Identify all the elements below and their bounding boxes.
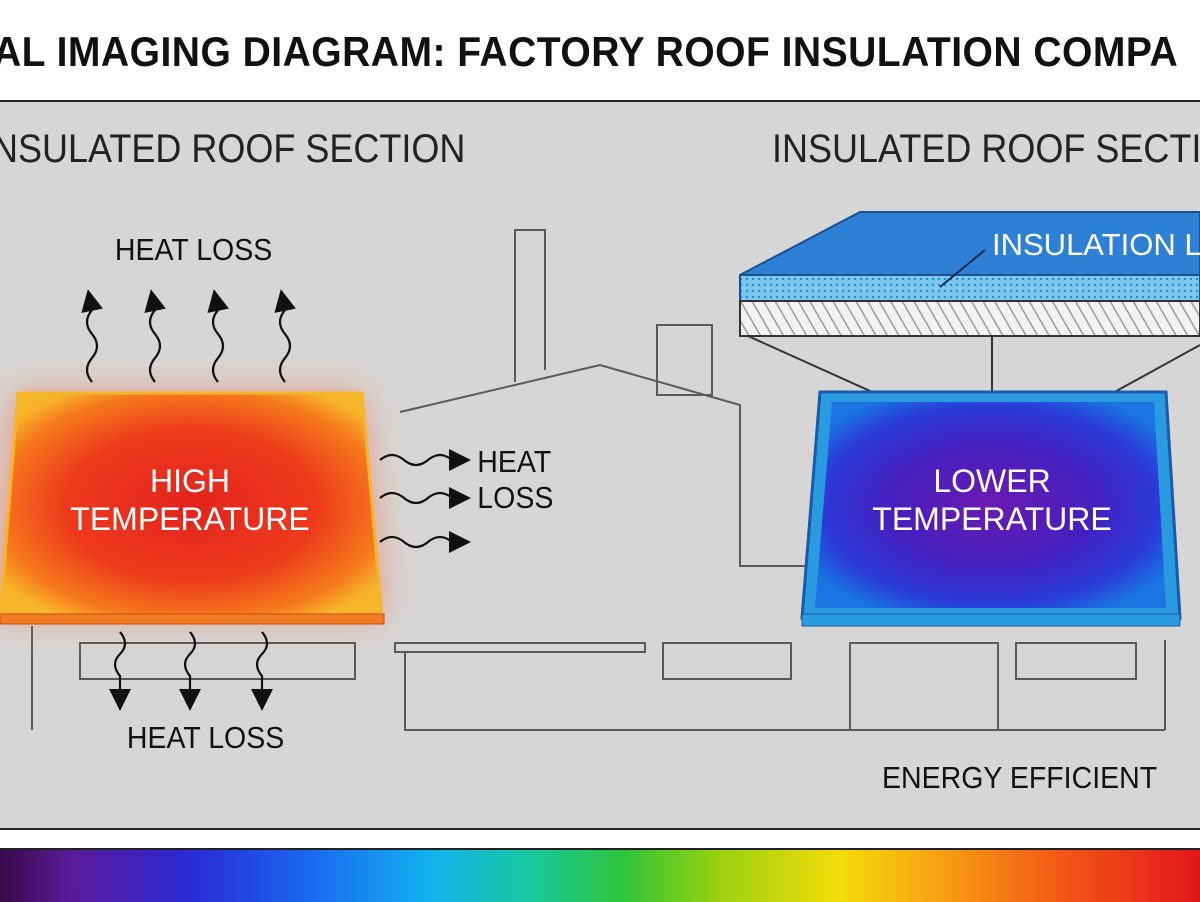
right-heading: INSULATED ROOF SECTIO [772,127,1200,171]
hot-roof-thermal [0,391,385,625]
insulation-layer-label: INSULATION LAY [992,227,1200,262]
heat-loss-top-label: HEAT LOSS [114,232,273,267]
thermal-color-scale [0,848,1200,902]
high-temperature-label: HIGH TEMPERATURE [70,462,310,538]
diagram-title: MAL IMAGING DIAGRAM: FACTORY ROOF INSULA… [0,28,1179,75]
cold-roof-thermal [800,390,1182,627]
lower-temperature-label: LOWER TEMPERATURE [872,462,1112,538]
high-temperature-line2: TEMPERATURE [70,501,310,537]
support-lines [747,335,1200,401]
wavy-arrow-down-icon [109,631,273,711]
insulation-layer [739,211,1200,337]
heat-loss-side-label: HEAT LOSS [477,444,553,516]
left-heading: NSULATED ROOF SECTION [0,127,466,171]
wavy-arrow-up-icon [81,289,296,383]
energy-efficient-label: ENERGY EFFICIENT [881,760,1158,795]
high-temperature-line1: HIGH [150,463,230,499]
heat-loss-side-line1: HEAT [477,444,552,479]
heat-loss-bottom-label: HEAT LOSS [126,720,285,755]
lower-temperature-line2: TEMPERATURE [872,501,1112,537]
factory-outline [31,229,1166,731]
lower-temperature-line1: LOWER [933,463,1051,499]
wavy-arrow-right-icon [379,449,471,553]
heat-loss-side-line2: LOSS [477,480,554,515]
